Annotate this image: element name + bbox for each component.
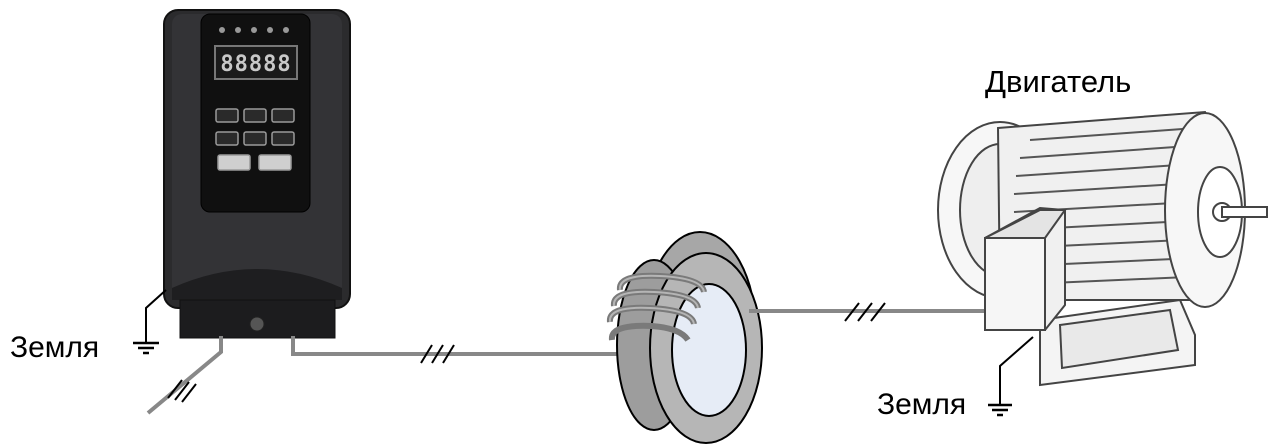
three-phase-mark-icon <box>845 303 885 321</box>
ground-icon <box>988 405 1012 415</box>
ground-icon <box>133 343 159 353</box>
ground-label-left: Земля <box>10 331 99 365</box>
ground-label-right: Земля <box>877 388 966 422</box>
inverter-ground-lead <box>146 290 166 342</box>
motor-ground-lead <box>1000 337 1033 404</box>
inverter-display-digits: 88888 <box>220 52 291 77</box>
motor <box>938 112 1267 385</box>
motor-terminal-box <box>985 238 1045 330</box>
inverter-screw <box>250 317 264 331</box>
input-power-line <box>148 336 221 413</box>
ferrite-ring-choke <box>610 232 762 443</box>
inverter: 88888 <box>146 10 350 342</box>
three-phase-mark-icon <box>421 345 454 363</box>
output-line-inverter-to-choke <box>293 336 620 354</box>
inverter-panel: 88888 <box>201 14 310 212</box>
motor-label: Двигатель <box>985 64 1131 100</box>
motor-shaft <box>1222 207 1267 217</box>
